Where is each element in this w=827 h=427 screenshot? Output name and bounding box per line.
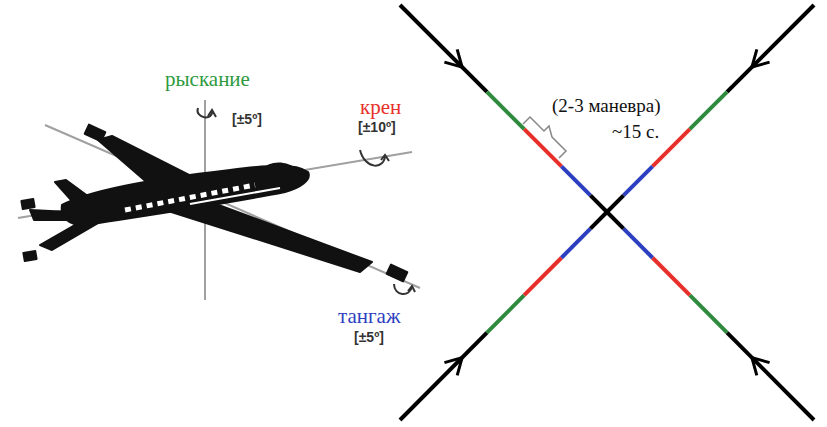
- path-segment: [524, 129, 561, 166]
- fuselage-stripe: [190, 188, 280, 204]
- path-segment: [690, 92, 727, 129]
- path-segment: [727, 5, 814, 92]
- axis-name: рыскание: [165, 68, 250, 91]
- angle-range: [±5º]: [354, 330, 384, 345]
- angle-range: [±5º]: [232, 112, 262, 127]
- path-segment: [561, 229, 590, 258]
- arrowhead: [444, 49, 462, 67]
- path-segment: [590, 212, 607, 229]
- angle-range: [±10º]: [358, 120, 396, 135]
- path-segment: [690, 295, 727, 332]
- maneuver-count: (2-3 маневра): [552, 96, 661, 117]
- path-segment: [607, 195, 624, 212]
- path-segment: [624, 229, 653, 258]
- axis-name: тангаж: [338, 305, 400, 328]
- path-segment: [727, 333, 814, 420]
- maneuver-paths: [400, 5, 814, 420]
- path-segment: [607, 212, 624, 229]
- path-segment: [590, 195, 607, 212]
- path-segment: [400, 333, 487, 420]
- path-segment: [561, 166, 590, 195]
- airplane: [21, 125, 407, 282]
- rotation-arrows: [197, 108, 415, 294]
- path-segment: [653, 258, 690, 295]
- axis-name: крен: [360, 96, 401, 119]
- path-segment: [524, 258, 561, 295]
- path-segment: [487, 295, 524, 332]
- path-segment: [400, 5, 487, 92]
- path-segment: [487, 92, 524, 129]
- axis-lines: [18, 100, 420, 300]
- windows: [125, 185, 255, 210]
- arrowhead: [752, 49, 770, 67]
- arrowhead: [444, 358, 462, 376]
- arrowhead: [752, 358, 770, 376]
- duration: ~15 с.: [612, 122, 659, 143]
- bracket: [523, 117, 566, 158]
- path-segment: [624, 166, 653, 195]
